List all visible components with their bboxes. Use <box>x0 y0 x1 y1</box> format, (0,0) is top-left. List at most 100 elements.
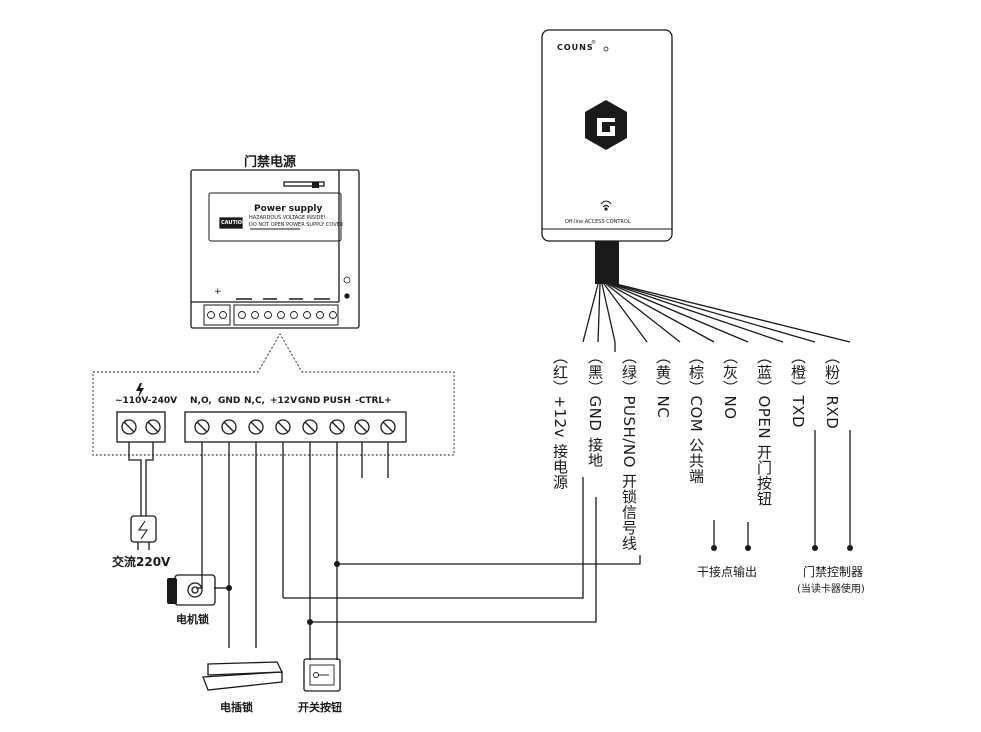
controller-note: (当读卡器使用) <box>797 584 865 595</box>
bolt-lock-label: 电插锁 <box>220 701 253 714</box>
junction-gnd-black <box>307 619 313 625</box>
key-icon-head <box>313 672 319 678</box>
wire-desc-brown: 公共端 <box>687 437 705 485</box>
reader-logo-slot-right <box>610 126 615 136</box>
wire-color-black: 黑 <box>586 364 604 381</box>
reader-led <box>603 46 609 52</box>
wire-label-red: （红）+12v 接电源 <box>551 349 569 490</box>
terminal-label-no: N,O, <box>190 396 212 406</box>
wire-color-yellow: 黄 <box>654 364 672 381</box>
dry-contact-label: 干接点输出 <box>697 565 758 579</box>
reader-logo-slot-left <box>597 118 602 136</box>
wire-name-orange: TXD <box>789 395 807 429</box>
wire-name-pink: RXD <box>823 395 841 430</box>
bolt-lock-base <box>202 671 283 691</box>
wire-desc-blue: 开门按钮 <box>755 444 773 507</box>
side-dot <box>344 293 350 299</box>
terminal-dot-open <box>745 545 751 551</box>
cable-fan <box>582 283 851 343</box>
wire-label-yellow: （黄）NC <box>654 349 672 419</box>
rfid-dot <box>604 207 608 211</box>
wire-label-grey: （灰）NO <box>721 349 739 420</box>
mini-terminal-screws <box>207 311 337 319</box>
switch-knob <box>312 182 319 188</box>
power-supply-label-line2: DO NOT OPEN POWER SUPPLY COVER <box>249 222 344 228</box>
output-terminal-block <box>184 411 407 443</box>
reader-black-to-gnd <box>310 497 597 623</box>
wire-name-red: +12v <box>551 395 569 439</box>
wire-label-brown: （棕）COM 公共端 <box>687 349 705 485</box>
wire-label-black: （黑）GND 接地 <box>586 349 604 468</box>
reader-logo-slot-bottom <box>597 132 615 136</box>
zoom-outline <box>92 333 455 456</box>
reader-subtitle: Off-line ACCESS CONTROL <box>565 219 631 225</box>
reader-brand: COUNS <box>557 43 594 52</box>
ac-wire-right <box>145 442 154 516</box>
ac-plug <box>130 515 157 543</box>
exit-button-box <box>303 658 341 692</box>
wire-color-red: 红 <box>551 364 569 381</box>
power-supply-switch <box>283 181 325 187</box>
terminal-dot-txd <box>812 545 818 551</box>
terminal-label-ctrl: -CTRL+ <box>355 396 392 406</box>
reader-brand-mark: ® <box>591 40 596 46</box>
power-supply-label <box>208 192 342 242</box>
reader-logo-slot-top <box>597 118 615 122</box>
controller-label: 门禁控制器 <box>803 565 864 579</box>
reader-green-to-push <box>337 555 641 565</box>
motor-lock-core <box>191 586 199 594</box>
mini-output-terminal <box>233 304 339 326</box>
ac-wire-left <box>128 442 142 516</box>
plug-bolt-icon <box>137 520 149 540</box>
ac-power-label: 交流220V <box>112 555 171 569</box>
terminal-label-nc: N,C, <box>244 396 265 406</box>
terminal-label-12v: +12V <box>270 396 298 406</box>
wire-name-green: PUSH/NO <box>620 395 638 468</box>
terminal-label-gnd2: GND <box>298 396 321 406</box>
side-indicator <box>343 276 351 284</box>
ac-voltage-label: ~110V-240V <box>115 396 178 406</box>
wire-name-brown: COM <box>687 395 705 433</box>
wire-color-orange: 橙 <box>789 364 807 381</box>
wire-desc-green: 开锁信号线 <box>620 473 638 551</box>
wire-desc-red: 接电源 <box>551 443 569 490</box>
power-supply-label-title: Power supply <box>254 204 323 214</box>
wire-label-blue: （蓝）OPEN 开门按钮 <box>755 349 773 507</box>
ac-terminal-block <box>116 411 166 443</box>
motor-lock-body <box>174 574 216 606</box>
terminal-label-push: PUSH <box>323 396 351 406</box>
power-supply-title: 门禁电源 <box>244 155 297 170</box>
caution-tag <box>219 217 243 229</box>
wire-desc-black: 接地 <box>586 436 604 468</box>
wire-name-blue: OPEN <box>755 395 773 440</box>
reader-red-to-12v <box>283 477 584 599</box>
reader-logo <box>585 100 627 150</box>
terminal-label-gnd: GND <box>218 396 241 406</box>
power-supply-plus: + <box>214 287 222 297</box>
junction-push-green <box>334 561 340 567</box>
caution-text: CAUTION <box>221 220 247 226</box>
terminal-dot-no <box>711 545 717 551</box>
reader-cable <box>595 241 619 284</box>
wire-name-yellow: NC <box>654 395 672 419</box>
power-supply-box <box>190 169 360 329</box>
junction-gnd-lock <box>226 585 232 591</box>
exit-button-face <box>309 664 335 686</box>
terminal-screws <box>121 419 396 435</box>
motor-lock-cylinder <box>187 582 203 598</box>
ac-bolt-icon <box>136 383 144 398</box>
wire-color-green: 绿 <box>620 364 638 381</box>
exit-button-label: 开关按钮 <box>298 701 342 714</box>
wire-color-brown: 棕 <box>687 364 705 381</box>
rfid-icon <box>600 200 612 208</box>
wire-name-black: GND <box>586 395 604 432</box>
wire-label-green: （绿）PUSH/NO 开锁信号线 <box>620 349 638 551</box>
wire-color-pink: 粉 <box>823 364 841 381</box>
motor-lock-handle <box>167 578 177 604</box>
wire-no <box>196 442 203 589</box>
wire-color-blue: 蓝 <box>755 364 773 381</box>
wire-label-pink: （粉）RXD <box>823 349 841 430</box>
wire-label-orange: （橙）TXD <box>789 349 807 429</box>
